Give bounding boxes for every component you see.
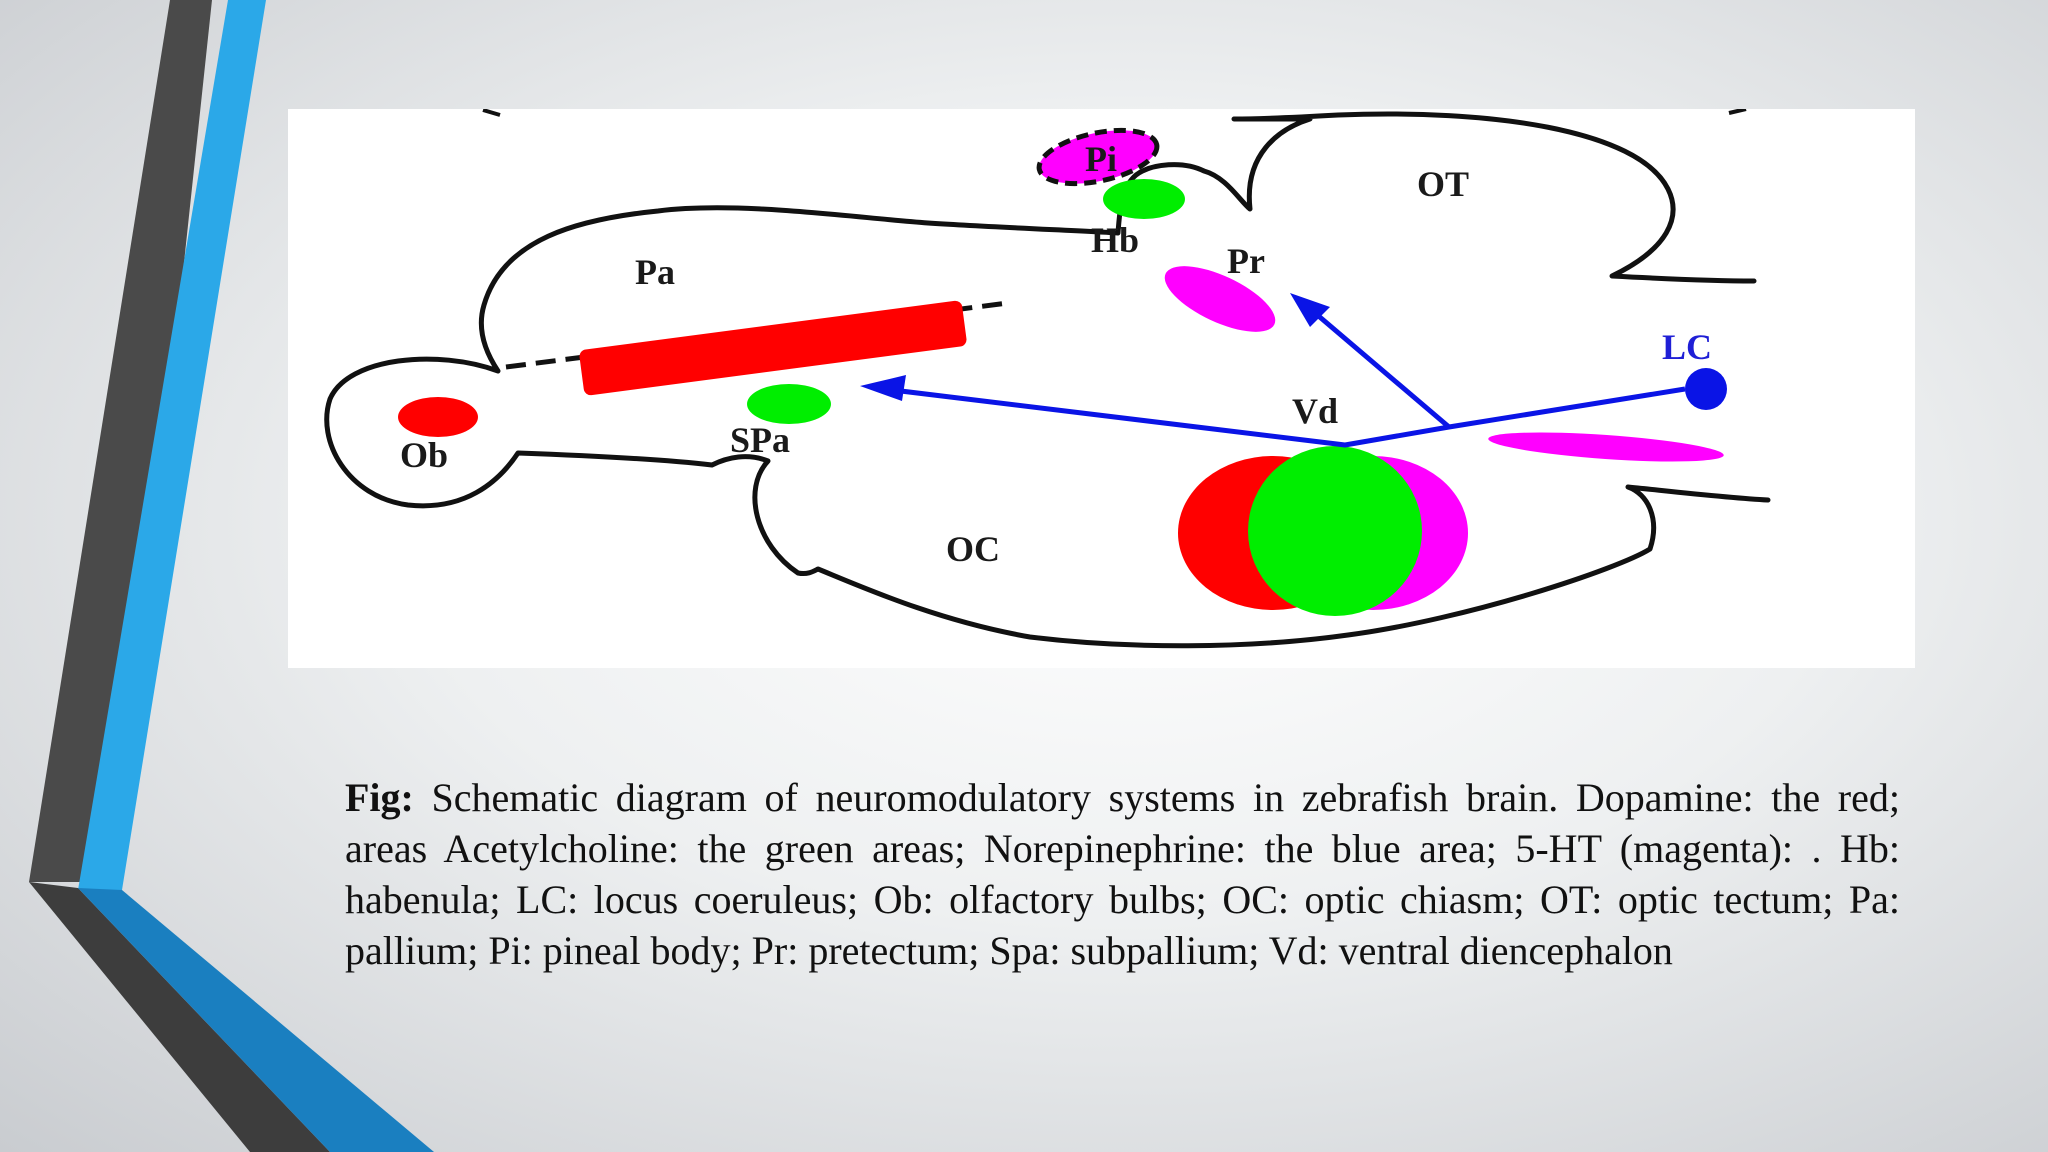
label-ob: Ob	[400, 435, 448, 475]
brain-outline	[324, 111, 1771, 649]
label-spa: SPa	[730, 420, 790, 460]
blue-projection-branch	[1306, 305, 1451, 429]
blue-projection-main	[875, 385, 1686, 448]
label-pa: Pa	[635, 252, 675, 292]
caption-text: Schematic diagram of neuromodulatory sys…	[345, 775, 1900, 973]
pretectum-magenta	[1164, 266, 1276, 332]
caption-label: Fig:	[345, 775, 414, 820]
label-ot: OT	[1417, 164, 1469, 204]
label-hb: Hb	[1091, 220, 1139, 260]
dark-gray-bar	[29, 0, 212, 882]
pineal-magenta	[1036, 127, 1160, 187]
arrowhead-up	[1290, 293, 1330, 327]
top-edge-stroke-right	[1728, 109, 1747, 115]
subpallium-green	[747, 384, 831, 424]
top-edge-stroke-left	[482, 109, 501, 117]
habenula-green	[1103, 179, 1185, 219]
figure-caption: Fig: Schematic diagram of neuromodulator…	[345, 772, 1900, 976]
locus-coeruleus-blue	[1685, 368, 1727, 410]
label-pr: Pr	[1227, 241, 1265, 281]
vd-green-circle	[1248, 446, 1422, 616]
dark-diagonal-bar	[29, 882, 330, 1152]
figure-panel: Pi Hb OT Pr Pa LC Ob SPa Vd OC	[288, 109, 1915, 668]
olfactory-bulb-red	[398, 397, 478, 437]
label-pi: Pi	[1085, 139, 1117, 179]
hindbrain-magenta	[1488, 432, 1724, 462]
brain-diagram: Pi Hb OT Pr Pa LC Ob SPa Vd OC	[324, 109, 1771, 649]
label-lc: LC	[1662, 327, 1712, 367]
blue-diagonal-bar	[78, 888, 434, 1152]
label-oc: OC	[946, 529, 1000, 569]
blue-bar	[78, 0, 266, 890]
subpallium-red-bar	[579, 300, 967, 396]
arrowhead-left	[860, 375, 906, 401]
label-vd: Vd	[1292, 391, 1338, 431]
